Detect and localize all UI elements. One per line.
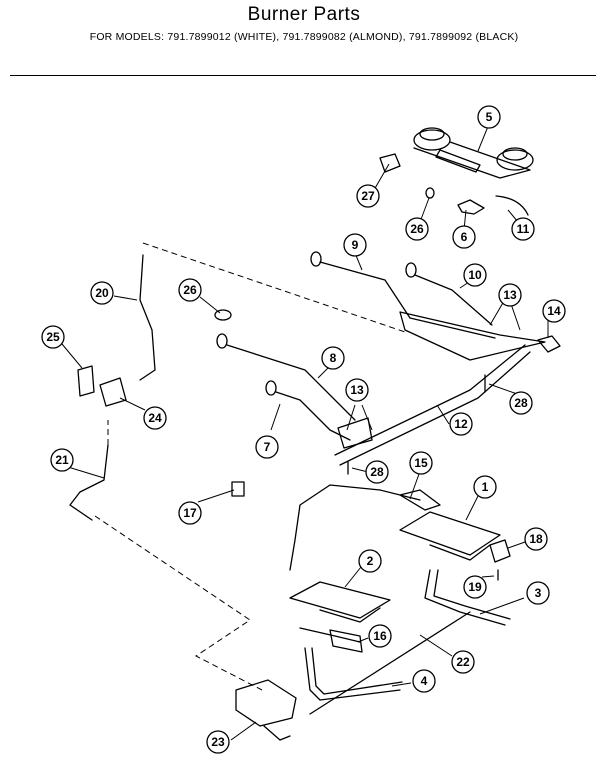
svg-text:4: 4 xyxy=(421,674,428,688)
terminal-block-part xyxy=(537,335,561,353)
svg-text:3: 3 xyxy=(535,586,542,600)
burner-tube-9 xyxy=(310,251,411,319)
svg-text:20: 20 xyxy=(95,286,109,300)
svg-text:24: 24 xyxy=(148,411,162,425)
svg-text:22: 22 xyxy=(456,655,470,669)
svg-text:10: 10 xyxy=(468,268,482,282)
svg-text:26: 26 xyxy=(410,222,424,236)
callout-13-upper: 13 xyxy=(498,283,522,307)
svg-text:2: 2 xyxy=(367,554,374,568)
callout-19: 19 xyxy=(463,575,487,599)
callout-17: 17 xyxy=(178,501,202,525)
svg-text:13: 13 xyxy=(503,288,517,302)
manifold-assembly xyxy=(399,311,546,361)
callout-13-lower: 13 xyxy=(345,378,369,402)
svg-text:6: 6 xyxy=(461,230,468,244)
svg-text:18: 18 xyxy=(529,532,543,546)
grommet-part xyxy=(214,309,232,321)
svg-text:12: 12 xyxy=(454,417,468,431)
callout-21: 21 xyxy=(50,448,74,472)
callout-11: 11 xyxy=(511,217,535,241)
callout-12: 12 xyxy=(449,412,473,436)
manifold-pipe-12 xyxy=(334,344,531,466)
svg-text:11: 11 xyxy=(517,222,530,236)
spacer-part xyxy=(425,187,435,199)
svg-text:8: 8 xyxy=(330,351,337,365)
svg-text:23: 23 xyxy=(211,735,225,749)
bracket-part xyxy=(457,199,485,215)
callout-4: 4 xyxy=(412,669,436,693)
bracket-25-part xyxy=(77,365,95,397)
valve-knob-part xyxy=(379,153,401,173)
header-divider xyxy=(10,75,596,76)
svg-text:19: 19 xyxy=(468,580,482,594)
top-burner-valve-assembly xyxy=(413,127,534,179)
tube-20-part xyxy=(139,254,156,381)
callout-27: 27 xyxy=(356,184,380,208)
ignitor-18 xyxy=(489,539,511,563)
callout-14: 14 xyxy=(542,299,566,323)
callout-7: 7 xyxy=(255,435,279,459)
assembly-dashed-lines xyxy=(94,242,409,691)
callout-6: 6 xyxy=(452,225,476,249)
callout-2: 2 xyxy=(358,549,382,573)
burner-tube-8 xyxy=(216,333,356,421)
svg-text:17: 17 xyxy=(183,506,197,520)
callout-25: 25 xyxy=(41,325,65,349)
tube-3 xyxy=(424,569,511,626)
svg-text:25: 25 xyxy=(46,330,60,344)
burner-tube-10 xyxy=(405,262,493,326)
ignitor-16 xyxy=(299,627,363,653)
oven-valve-24-part xyxy=(99,377,127,407)
tube-21-part xyxy=(69,444,109,521)
burner-tube-7 xyxy=(265,380,351,441)
callout-23: 23 xyxy=(206,730,230,754)
callout-5: 5 xyxy=(477,105,501,129)
callout-1: 1 xyxy=(473,475,497,499)
callout-22: 22 xyxy=(451,650,475,674)
model-list: FOR MODELS: 791.7899012 (WHITE), 791.789… xyxy=(89,31,519,43)
broil-burner-2 xyxy=(289,581,391,623)
svg-text:21: 21 xyxy=(55,453,69,467)
callout-18: 18 xyxy=(524,527,548,551)
callout-15: 15 xyxy=(409,451,433,475)
callout-26-upper: 26 xyxy=(405,217,429,241)
page-title: Burner Parts xyxy=(247,4,361,25)
callout-8: 8 xyxy=(321,346,345,370)
leader-lines xyxy=(61,123,549,741)
thermostat-bulb-15 xyxy=(289,484,441,571)
svg-text:28: 28 xyxy=(514,396,528,410)
spark-module-17 xyxy=(231,481,245,497)
svg-text:7: 7 xyxy=(264,440,271,454)
svg-text:27: 27 xyxy=(361,189,375,203)
svg-text:16: 16 xyxy=(373,629,387,643)
gas-line-22 xyxy=(309,611,471,715)
svg-text:28: 28 xyxy=(370,465,384,479)
callout-10: 10 xyxy=(463,263,487,287)
callout-9: 9 xyxy=(343,233,367,257)
callout-24: 24 xyxy=(143,406,167,430)
svg-text:9: 9 xyxy=(352,238,359,252)
ignitor-wire-part xyxy=(495,195,529,216)
svg-text:15: 15 xyxy=(414,456,428,470)
svg-text:14: 14 xyxy=(547,304,561,318)
oven-safety-valve-23 xyxy=(235,679,297,741)
svg-text:5: 5 xyxy=(486,110,493,124)
svg-text:1: 1 xyxy=(482,480,489,494)
callout-28-lower: 28 xyxy=(365,460,389,484)
tube-4 xyxy=(304,647,403,701)
bake-burner-1 xyxy=(399,511,501,561)
orifice-fittings xyxy=(337,417,373,449)
svg-text:13: 13 xyxy=(350,383,364,397)
callout-26-lower: 26 xyxy=(178,278,202,302)
svg-text:26: 26 xyxy=(183,283,197,297)
callout-20: 20 xyxy=(90,281,114,305)
callout-16: 16 xyxy=(368,624,392,648)
callout-28-upper: 28 xyxy=(509,391,533,415)
callout-3: 3 xyxy=(526,581,550,605)
